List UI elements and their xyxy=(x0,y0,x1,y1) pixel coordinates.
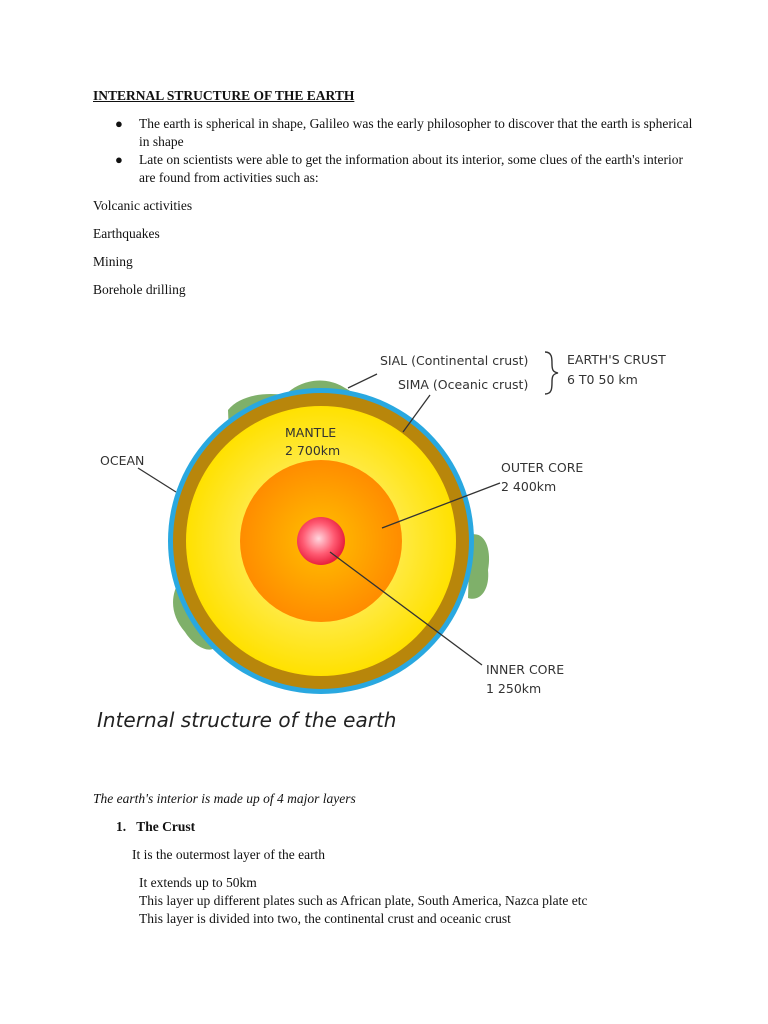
bullet-item: ● Late on scientists were able to get the… xyxy=(93,151,693,187)
mantle-label: MANTLE xyxy=(285,425,336,440)
inner-core-layer xyxy=(297,517,345,565)
sial-label: SIAL (Continental crust) xyxy=(380,353,528,368)
document-heading: INTERNAL STRUCTURE OF THE EARTH xyxy=(93,88,355,103)
inner-core-km-label: 1 250km xyxy=(486,681,541,696)
crust-brace xyxy=(544,351,559,395)
crust-range-label: 6 T0 50 km xyxy=(567,372,638,387)
sima-label: SIMA (Oceanic crust) xyxy=(398,377,528,392)
activity-item: Volcanic activities xyxy=(93,198,193,213)
section-title: 1. The Crust xyxy=(116,818,195,836)
crust-detail-line: This layer is divided into two, the cont… xyxy=(139,911,511,926)
leader-line xyxy=(329,551,483,666)
outer-core-label: OUTER CORE xyxy=(501,460,583,475)
activity-item: Mining xyxy=(93,254,133,269)
leader-line xyxy=(381,482,501,529)
crust-detail-line: This layer up different plates such as A… xyxy=(139,893,588,908)
leader-line xyxy=(137,467,177,493)
activity-item: Earthquakes xyxy=(93,226,160,241)
crust-detail-line: It extends up to 50km xyxy=(139,875,257,890)
bullet-icon: ● xyxy=(115,116,123,131)
section-title-text: The Crust xyxy=(136,819,196,834)
intro-sentence: The earth's interior is made up of 4 maj… xyxy=(93,791,356,806)
bullet-item: ● The earth is spherical in shape, Galile… xyxy=(93,115,693,151)
earths-crust-label: EARTH'S CRUST xyxy=(567,352,666,367)
earth-structure-diagram: SIAL (Continental crust) SIMA (Oceanic c… xyxy=(100,351,666,696)
outer-core-km-label: 2 400km xyxy=(501,479,556,494)
inner-core-label: INNER CORE xyxy=(486,662,564,677)
leader-line xyxy=(347,373,378,389)
leader-line xyxy=(402,394,431,433)
ocean-label: OCEAN xyxy=(100,453,144,468)
bullet-text: Late on scientists were able to get the … xyxy=(139,152,683,185)
bullet-icon: ● xyxy=(115,152,123,167)
bullet-text: The earth is spherical in shape, Galileo… xyxy=(139,116,693,149)
intro-bullet-list: ● The earth is spherical in shape, Galile… xyxy=(93,115,693,187)
activity-item: Borehole drilling xyxy=(93,282,186,297)
figure-caption: Internal structure of the earth xyxy=(97,708,397,732)
crust-details-list: It extends up to 50km This layer up diff… xyxy=(139,874,587,928)
section-number: 1. xyxy=(116,819,127,834)
section-description: It is the outermost layer of the earth xyxy=(132,847,326,862)
mantle-km-label: 2 700km xyxy=(285,443,340,458)
